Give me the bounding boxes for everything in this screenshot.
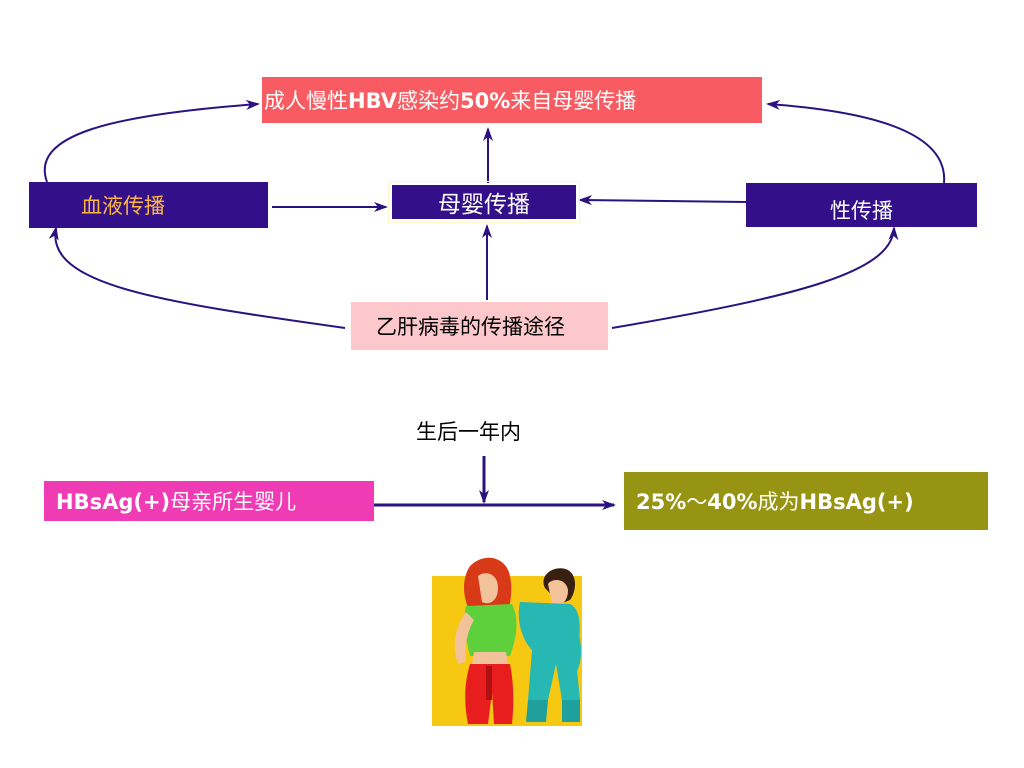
- right-box-label: 性传播: [830, 199, 893, 223]
- right-box-sexual-transmission: 性传播: [746, 183, 977, 227]
- result-text-hbsag: HBsAg(+): [799, 490, 914, 514]
- top-text-hbv: HBV: [348, 89, 397, 113]
- left-box-label: 血液传播: [81, 194, 165, 218]
- result-text-40: 40%: [707, 490, 758, 514]
- mother-box-text: HBsAg(+)母亲所生婴儿: [56, 486, 296, 516]
- couple-clipart-icon: [432, 557, 582, 726]
- arrow-left-to-top: [43, 99, 260, 183]
- bottom-box-label: 乙肝病毒的传播途径: [376, 315, 565, 339]
- top-box-text: 成人慢性HBV感染约50%来自母婴传播: [264, 85, 636, 115]
- result-box-text: 25%～40%成为HBsAg(+): [636, 486, 914, 516]
- center-box-mother-infant-transmission: 母婴传播: [388, 181, 580, 223]
- top-text-percent: 50%: [459, 89, 511, 113]
- top-box-adult-chronic-hbv: 成人慢性HBV感染约50%来自母婴传播: [262, 77, 762, 123]
- mother-text-infant: 母亲所生婴儿: [170, 490, 297, 514]
- arrow-bottom-to-left: [48, 226, 346, 329]
- arrow-right-to-top: [766, 99, 946, 184]
- year-label: 生后一年内: [416, 420, 521, 444]
- bottom-box-hbv-transmission-routes: 乙肝病毒的传播途径: [351, 302, 608, 350]
- top-text-part-2: 感染约: [396, 89, 460, 113]
- result-text-become: 成为: [757, 490, 800, 514]
- arrow-right-to-center: [578, 195, 747, 206]
- result-text-25: 25%: [636, 490, 687, 514]
- top-text-part-1: 成人慢性: [264, 89, 348, 113]
- center-box-label: 母婴传播: [438, 192, 530, 218]
- mother-text-hbsag: HBsAg(+): [56, 490, 171, 514]
- result-text-tilde: ～: [686, 490, 708, 514]
- mother-box-hbsag-positive: HBsAg(+)母亲所生婴儿: [44, 481, 374, 521]
- left-box-blood-transmission: 血液传播: [29, 182, 268, 228]
- result-box-hbsag-outcome: 25%～40%成为HBsAg(+): [624, 472, 988, 530]
- top-text-part-3: 来自母婴传播: [510, 89, 637, 113]
- arrow-bottom-to-right: [611, 226, 899, 329]
